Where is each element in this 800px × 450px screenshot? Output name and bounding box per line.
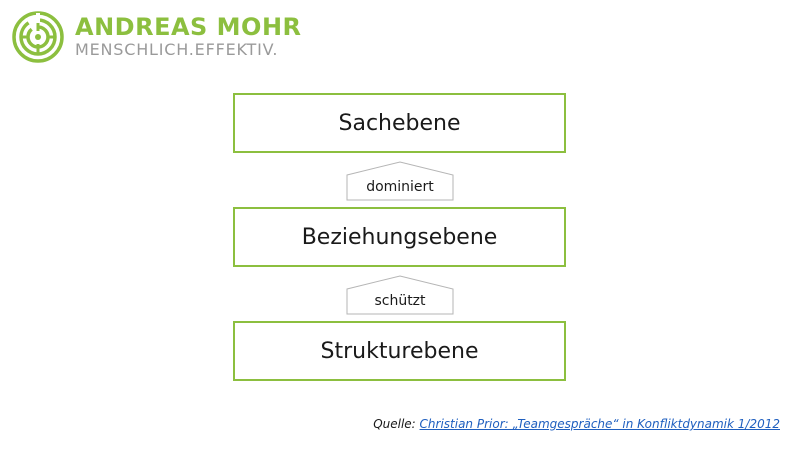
connector-arrow-dominiert: dominiert <box>346 161 454 201</box>
level-box-sachebene: Sachebene <box>233 93 566 153</box>
source-prefix: Quelle: <box>373 417 420 431</box>
level-box-strukturebene: Strukturebene <box>233 321 566 381</box>
level-label: Strukturebene <box>320 338 479 364</box>
maze-logo-icon <box>12 11 64 63</box>
source-citation: Quelle: Christian Prior: „Teamgespräche“… <box>373 417 780 431</box>
level-label: Beziehungsebene <box>301 224 498 250</box>
level-box-beziehungsebene: Beziehungsebene <box>233 207 566 267</box>
connector-label: schützt <box>374 293 426 309</box>
brand-name: ANDREAS MOHR <box>75 13 302 41</box>
source-link[interactable]: Christian Prior: „Teamgespräche“ in Konf… <box>419 417 780 431</box>
level-label: Sachebene <box>338 110 461 136</box>
connector-arrow-schuetzt: schützt <box>346 275 454 315</box>
connector-label: dominiert <box>366 179 434 195</box>
brand-tagline: MENSCHLICH.EFFEKTIV. <box>75 40 279 59</box>
